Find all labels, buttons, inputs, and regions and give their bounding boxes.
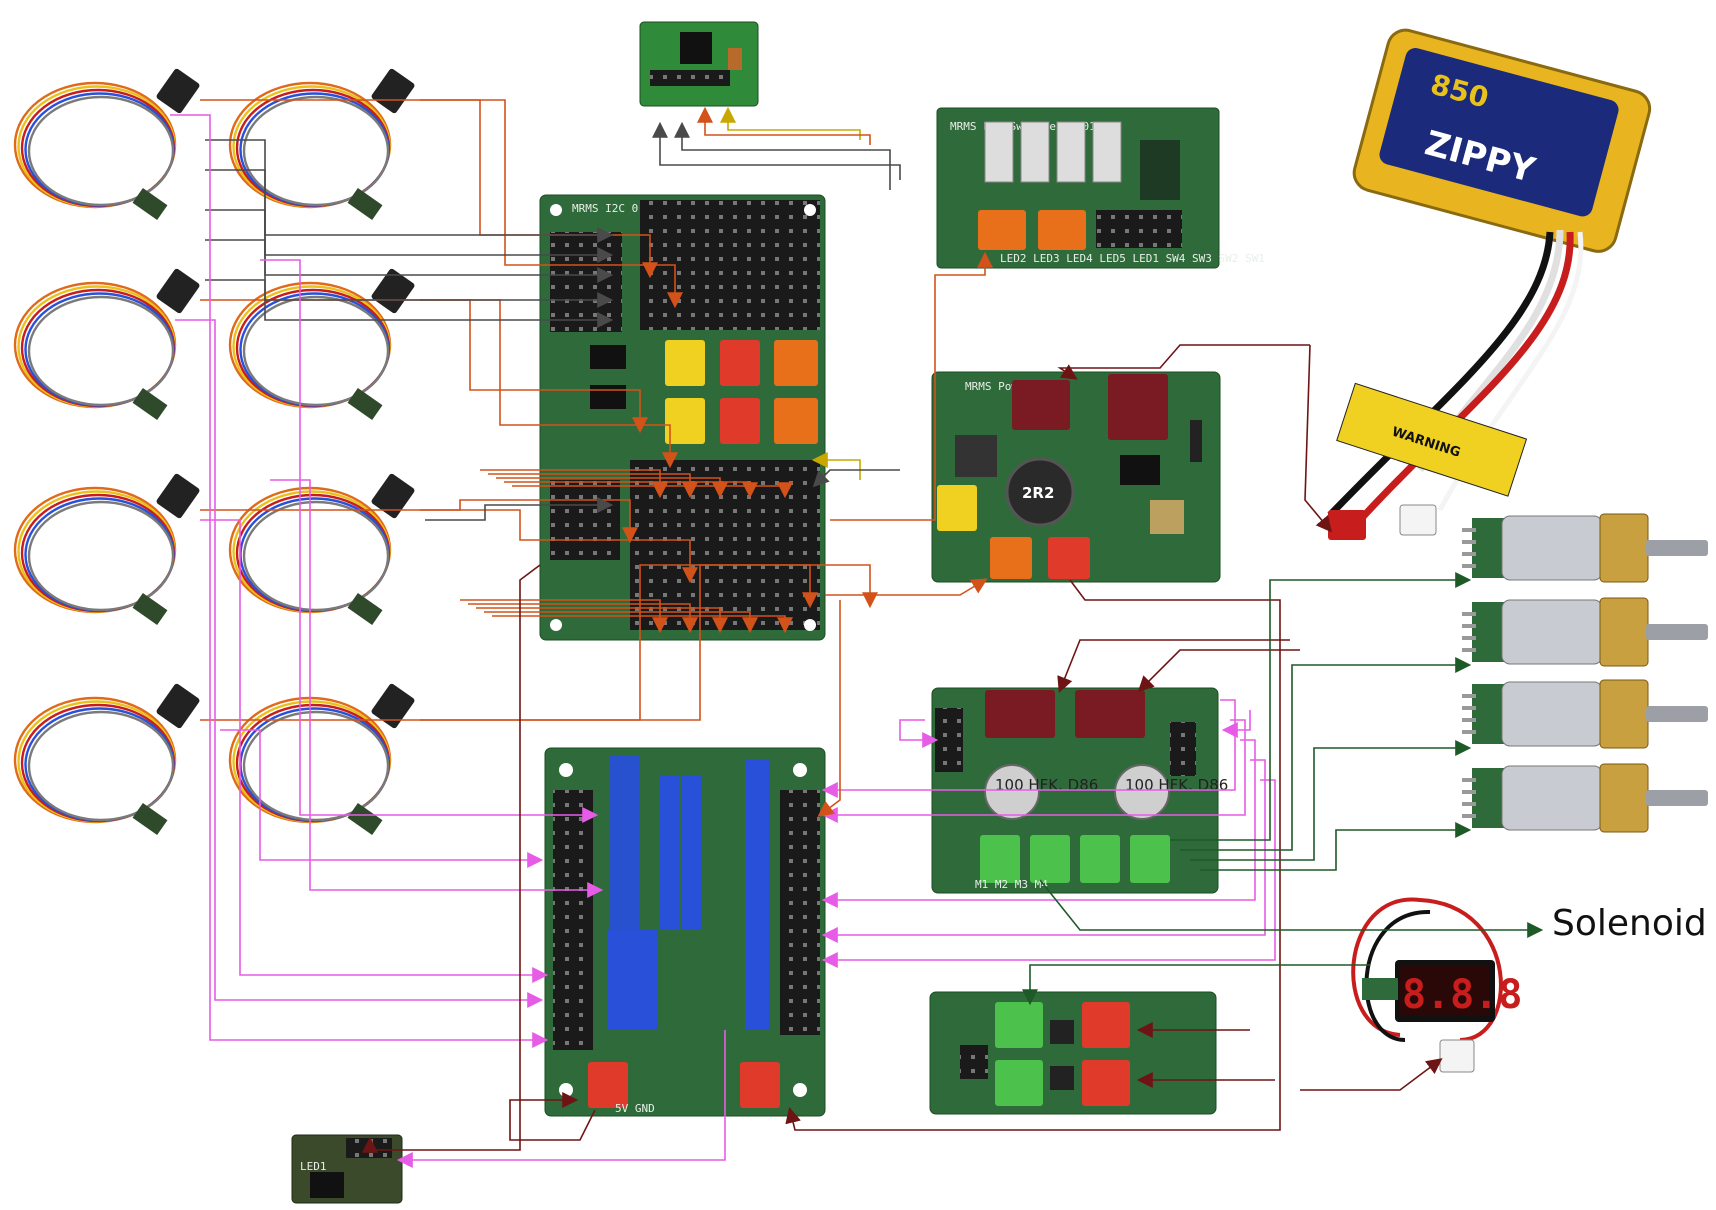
line-sensor-7: [13, 683, 200, 835]
bus-wire: [817, 600, 841, 817]
lipo-battery: 850 ZIPPY: [1352, 28, 1652, 253]
i2c-return-1: [811, 452, 861, 480]
capacitor-1-label: 100 HFK. D86: [995, 776, 1098, 794]
signal-wire-15: [504, 481, 758, 499]
ir-led-board: LED1: [291, 1134, 403, 1204]
motor-wire-2: [1180, 657, 1472, 851]
power-wire-7: [509, 1092, 596, 1141]
data-wire-35: [821, 739, 1256, 908]
data-wire-36: [821, 759, 1266, 943]
i2c-sensor-board: [639, 21, 759, 107]
data-wire-27: [170, 114, 549, 1048]
gear-motor-1: [1462, 513, 1708, 583]
motor-wire-1: [1170, 572, 1472, 841]
voltmeter-display: 8.8.8: [1402, 972, 1522, 1018]
ir-board-label: LED1: [300, 1160, 327, 1173]
motor-wire-4: [1200, 822, 1472, 871]
mosfet-board: [929, 991, 1217, 1115]
line-sensor-4: [228, 268, 415, 420]
i2c-return-2: [812, 469, 900, 488]
power-5v-wire: [825, 578, 988, 596]
signal-wire-13: [496, 477, 728, 499]
motor-wire-3: [1190, 740, 1472, 861]
data-wire-30: [220, 729, 544, 868]
line-sensor-8: [228, 683, 415, 835]
signal-wire-17: [512, 482, 793, 499]
line-sensor-3: [13, 268, 200, 420]
data-wire-34: [821, 719, 1246, 823]
line-sensor-6: [228, 473, 415, 625]
ground-wire-26: [674, 121, 891, 190]
solenoid-label: Solenoid: [1552, 903, 1707, 944]
gear-motor-3: [1462, 679, 1708, 749]
i2c-hub-label: MRMS I2C 0.: [572, 202, 645, 215]
voltmeter: 8.8.8: [1351, 897, 1522, 1073]
power-wire-1: [1057, 344, 1310, 380]
inductor-label: 2R2: [1022, 484, 1054, 502]
signal-wire-12: [468, 603, 698, 634]
signal-wire-14: [476, 607, 728, 634]
battery-warning-tag: WARNING: [1336, 382, 1528, 497]
gear-motor-2: [1462, 597, 1708, 667]
ir-data-wire: [396, 1030, 726, 1168]
line-sensor-5: [13, 473, 200, 625]
data-wire-38: [899, 719, 939, 748]
signal-wire-10: [460, 599, 668, 634]
wire-group: [170, 99, 1544, 1168]
ground-wire-22: [205, 239, 614, 308]
power-board: MRMS Power 0.01 2R2: [931, 371, 1221, 583]
ground-wire-23: [205, 279, 614, 328]
controller-5v-label: 5V GND: [615, 1102, 655, 1115]
led-switches-board: MRMS LED Switches 0.01 LED2 LED3 LED4 LE…: [936, 107, 1265, 269]
led-switches-pins: LED2 LED3 LED4 LED5 LED1 SW4 SW3 SW2 SW1: [1000, 252, 1265, 265]
capacitor-2-label: 100 HFK. D86: [1125, 776, 1228, 794]
signal-wire-8: [420, 564, 878, 721]
ground-wire-24: [425, 497, 614, 521]
controller-board: 5V GND: [544, 747, 826, 1117]
mosfet-gate-wire: [1022, 964, 1370, 1006]
data-wire-28: [175, 319, 544, 1008]
signal-wire-18: [492, 615, 793, 634]
signal-wire-16: [484, 611, 758, 634]
signal-wire-11: [488, 473, 698, 499]
data-wire-33: [821, 699, 1236, 798]
switch-wire: [830, 251, 993, 521]
data-wire-39: [1221, 710, 1251, 738]
power-wire-4: [1057, 639, 1290, 693]
motor-pins-label: M1 M2 M3 M4: [975, 878, 1048, 891]
signal-wire-6: [420, 509, 698, 584]
gear-motor-4: [1462, 763, 1708, 833]
solenoid-wire: [1039, 879, 1544, 938]
signal-wire-5: [200, 499, 638, 544]
power-wire-3: [785, 579, 1281, 1131]
line-sensor-2: [228, 68, 415, 220]
voltmeter-wire: [1300, 1058, 1443, 1091]
scl-wire: [697, 106, 871, 145]
i2c-hub-board: MRMS I2C 0.: [539, 194, 826, 641]
data-wire-31: [260, 259, 599, 823]
data-wire-29: [200, 519, 549, 983]
ground-wire-25: [652, 121, 901, 180]
data-wire-32: [270, 479, 604, 898]
power-wire-2: [1304, 344, 1333, 533]
power-wire-5: [1137, 649, 1300, 693]
signal-wire-2: [420, 99, 683, 309]
gear-motor-group: [1462, 513, 1708, 833]
power-wire-8: [362, 564, 541, 1153]
line-sensor-group: [13, 68, 415, 835]
line-sensor-1: [13, 68, 200, 220]
